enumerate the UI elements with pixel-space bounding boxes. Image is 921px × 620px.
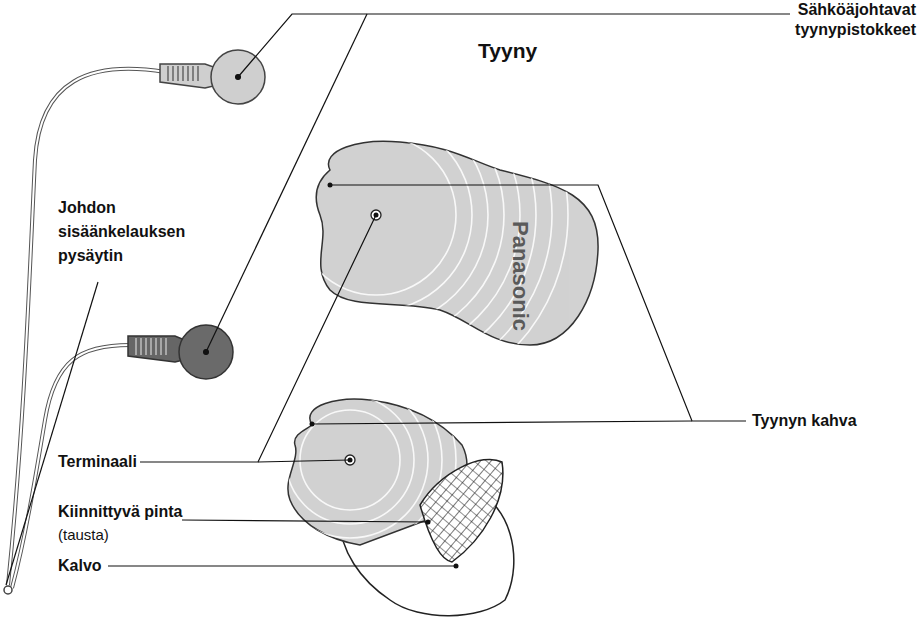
brand-mark: Panasonic [506, 211, 534, 341]
leader-dot [204, 75, 459, 569]
part-label: Johdon sisäänkelauksen pysäytin [58, 196, 198, 268]
leader-line [6, 14, 790, 585]
pad-plug [160, 50, 265, 104]
part-label: Sähköäjohtavat tyynypistokkeet [784, 0, 916, 40]
part-note: (tausta) [58, 525, 148, 544]
part-label: Terminaali [58, 452, 148, 472]
part-label: Kalvo [58, 556, 118, 576]
pad-with-film [230, 340, 514, 616]
part-label: Kiinnittyvä pinta [58, 502, 198, 522]
pad-plug [128, 325, 233, 379]
pad [184, 23, 598, 407]
title-label: Tyyny [478, 38, 568, 64]
part-label: Tyynyn kahva [752, 411, 917, 431]
